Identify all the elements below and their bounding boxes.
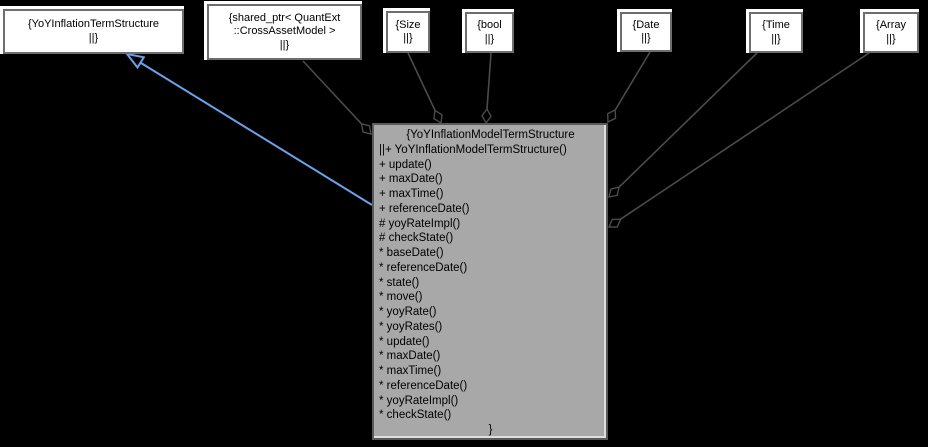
member-line: * state(): [379, 276, 420, 289]
inheritance-edge: [139, 61, 373, 206]
aggregation-edge-array: [620, 52, 870, 220]
member-line: * maxTime(): [379, 365, 442, 377]
node-date[interactable]: {Date||}: [620, 12, 672, 52]
aggregation-diamond-icon: [606, 108, 617, 124]
member-line: ||}: [403, 32, 413, 44]
member-line: * referenceDate(): [379, 261, 468, 274]
member-line: * maxDate(): [379, 350, 441, 363]
member-line: {shared_ptr< QuantExt: [228, 11, 341, 24]
member-line: {Time: [762, 19, 790, 31]
member-line: {Array: [876, 19, 906, 31]
aggregation-diamond-icon: [481, 107, 492, 125]
member-line: * update(): [379, 335, 430, 348]
node-size[interactable]: {Size||}: [386, 11, 430, 53]
aggregation-edge-time: [618, 52, 758, 188]
aggregation-diamond-icon: [608, 186, 620, 198]
member-line: ||+ YoYInflationModelTermStructure(): [379, 143, 567, 156]
member-line: {Date: [632, 18, 660, 31]
member-line: ||}: [641, 32, 651, 44]
member-line: {bool: [477, 19, 502, 31]
member-line: * referenceDate(): [379, 379, 468, 392]
node-array[interactable]: {Array||}: [863, 12, 919, 53]
member-line: ||}: [279, 38, 290, 51]
member-line: * move(): [379, 291, 423, 304]
member-line: * yoyRateImpl(): [379, 394, 459, 407]
member-line: ::CrossAssetModel >: [233, 25, 336, 38]
aggregation-edge-size: [407, 52, 436, 111]
aggregation-edge-shared-ptr: [302, 60, 363, 125]
member-line: {Size: [395, 18, 421, 31]
aggregation-edge-bool: [486, 52, 492, 110]
member-line: * yoyRate(): [379, 306, 437, 318]
member-list: ||+ YoYInflationModelTermStructure() + up…: [377, 143, 604, 423]
class-footer: }: [488, 424, 493, 436]
member-line: {YoYInflationTermStructure: [27, 18, 160, 30]
aggregation-diamond-icon: [433, 109, 443, 125]
node-shared-ptr-cross-asset-model[interactable]: {shared_ptr< QuantExt::CrossAssetModel >…: [207, 4, 362, 60]
aggregation-diamond-icon: [360, 122, 372, 135]
node-bool[interactable]: {bool||}: [465, 12, 514, 53]
member-line: + referenceDate(): [379, 202, 470, 215]
member-line: + update(): [379, 158, 432, 171]
member-line: * baseDate(): [379, 247, 444, 259]
class-header: {YoYInflationModelTermStructure: [406, 129, 575, 141]
member-line: # checkState(): [379, 232, 454, 245]
member-line: + maxTime(): [379, 188, 444, 200]
member-line: ||}: [771, 32, 781, 45]
node-time[interactable]: {Time||}: [749, 12, 803, 53]
member-line: + maxDate(): [379, 173, 443, 186]
member-line: ||}: [886, 32, 896, 45]
member-line: ||}: [484, 32, 495, 45]
inheritance-arrow-icon: [124, 52, 146, 70]
member-line: * checkState(): [379, 409, 452, 422]
member-line: ||}: [88, 31, 99, 44]
node-yoy-inflation-term-structure[interactable]: {YoYInflationTermStructure||}: [3, 9, 184, 54]
member-line: * yoyRates(): [379, 320, 443, 333]
node-yoy-inflation-model-term-structure: {YoYInflationModelTermStructure ||+ YoYI…: [372, 123, 608, 440]
aggregation-edge-date: [614, 51, 651, 111]
aggregation-diamond-icon: [607, 218, 622, 228]
member-line: # yoyRateImpl(): [379, 217, 461, 230]
